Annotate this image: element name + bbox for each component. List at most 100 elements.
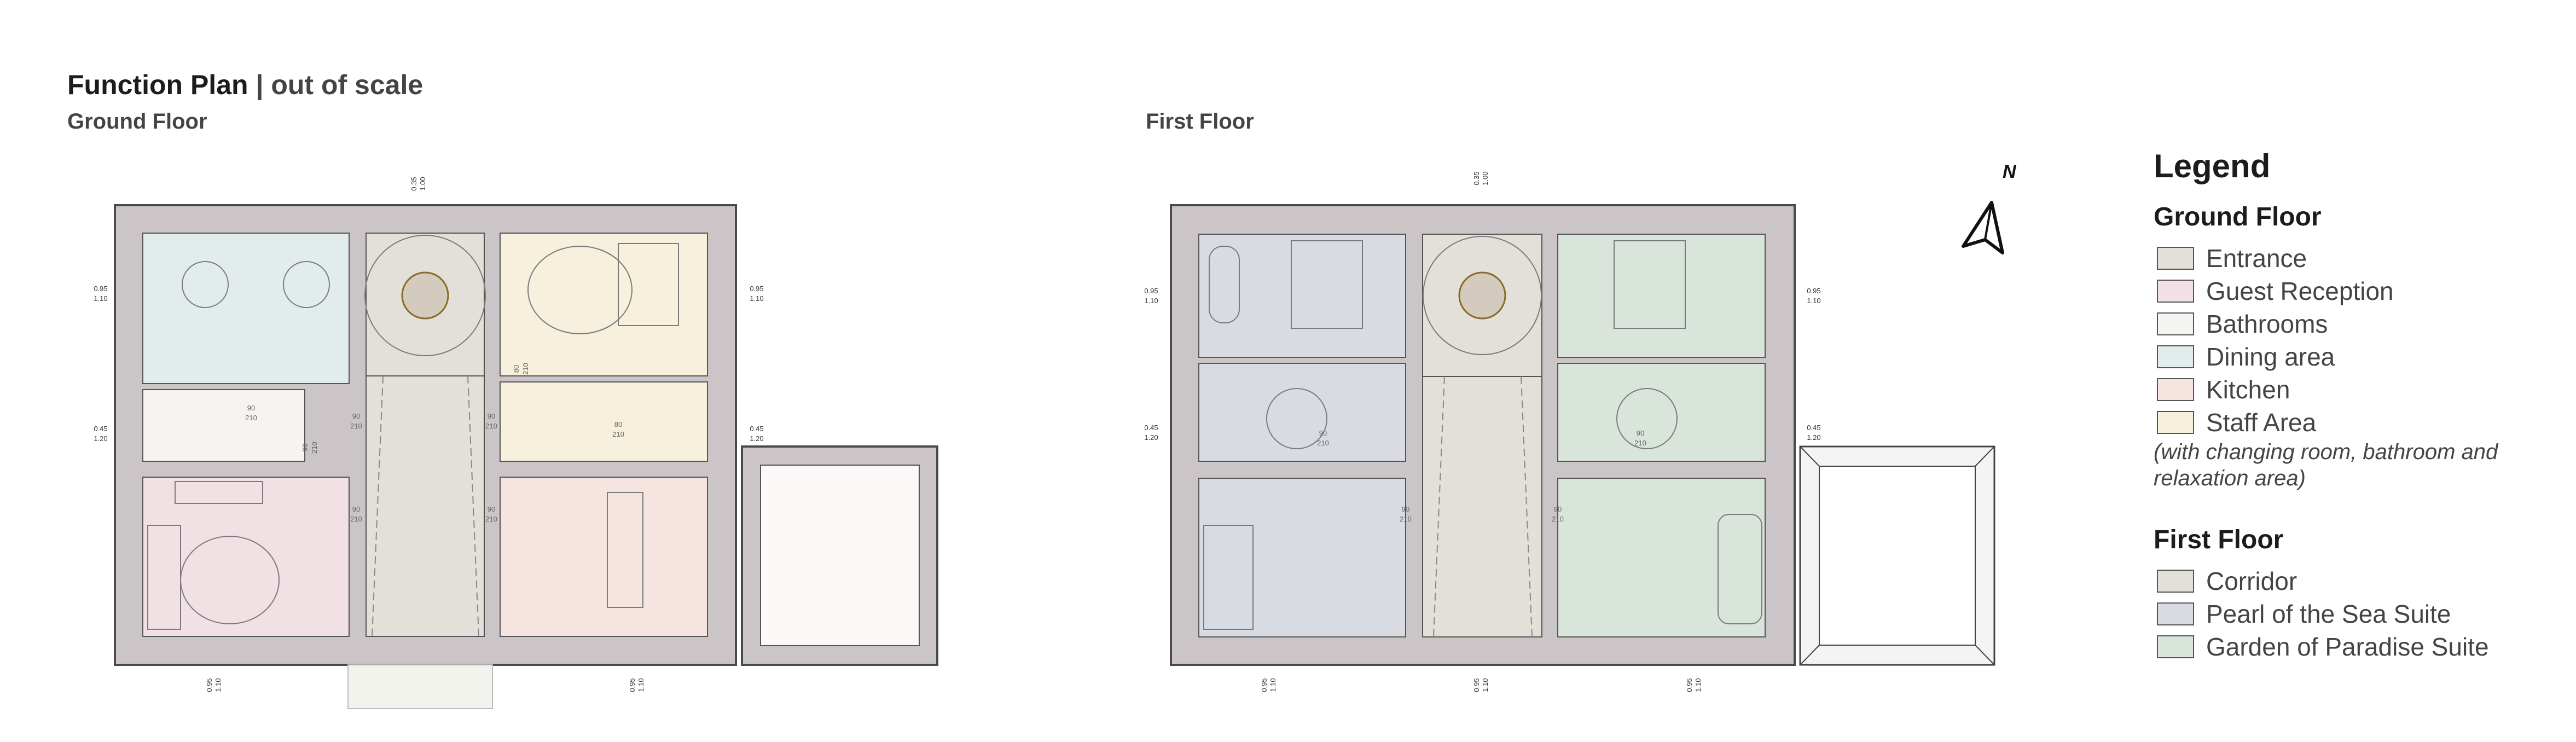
svg-text:0.95: 0.95 — [1685, 678, 1693, 692]
svg-text:1.10: 1.10 — [1807, 297, 1820, 305]
north-label: N — [2003, 161, 2017, 182]
ff-pearl-lounge — [1198, 478, 1406, 637]
gf-staff-room — [500, 233, 708, 376]
legend-swatch — [2157, 280, 2194, 303]
legend-item-kitchen: Kitchen — [2154, 373, 2558, 406]
ff-pearl-sofa — [1203, 525, 1254, 630]
svg-text:210: 210 — [612, 430, 624, 438]
svg-text:210: 210 — [350, 422, 362, 430]
title-separator: | — [248, 69, 271, 100]
gf-entrance-runner — [372, 375, 479, 637]
title-main: Function Plan — [67, 69, 248, 100]
legend-staff-note: (with changing room, bathroom and relaxa… — [2154, 440, 2498, 490]
svg-text:0.45: 0.45 — [750, 425, 763, 433]
legend: Legend Ground Floor Entrance Guest Recep… — [2154, 147, 2558, 663]
ff-garden-lounge — [1557, 478, 1766, 637]
ff-stair-core — [1458, 271, 1506, 320]
svg-text:210: 210 — [485, 515, 497, 523]
gf-staff-changing — [500, 381, 708, 462]
legend-item-corridor: Corridor — [2154, 565, 2558, 598]
legend-title: Legend — [2154, 148, 2271, 184]
legend-swatch — [2157, 570, 2194, 593]
window-dimension: 0.951.10 — [1807, 287, 1820, 305]
window-dimension: 0.951.10 — [750, 285, 763, 303]
legend-item-bathrooms: Bathrooms — [2154, 308, 2558, 340]
svg-text:0.95: 0.95 — [750, 285, 763, 293]
legend-swatch — [2157, 345, 2194, 368]
svg-text:1.20: 1.20 — [750, 434, 763, 443]
svg-text:1.20: 1.20 — [1144, 433, 1158, 442]
svg-text:210: 210 — [245, 414, 257, 422]
gf-dining-area — [142, 233, 350, 384]
svg-text:210: 210 — [1634, 439, 1646, 447]
svg-text:0.95: 0.95 — [205, 678, 213, 692]
window-dimension: 0.951.10 — [94, 285, 107, 303]
svg-text:90: 90 — [488, 412, 495, 420]
svg-text:1.10: 1.10 — [1269, 678, 1277, 692]
ff-corridor — [1422, 376, 1542, 637]
first-floor-label: First Floor — [1146, 109, 1254, 134]
window-dimension: 0.451.20 — [1807, 424, 1820, 442]
svg-text:90: 90 — [352, 505, 360, 513]
gf-annex-room — [760, 465, 920, 646]
svg-text:0.95: 0.95 — [1260, 678, 1268, 692]
svg-text:210: 210 — [521, 363, 530, 375]
gf-guest-reception — [142, 477, 350, 637]
ff-pearl-bathroom — [1198, 363, 1406, 462]
stair-core — [401, 271, 449, 320]
ground-floor-label: Ground Floor — [67, 109, 207, 134]
legend-swatch — [2157, 602, 2194, 625]
gf-kitchen-island — [607, 492, 643, 608]
svg-text:0.35: 0.35 — [1472, 171, 1481, 185]
ff-annex-roof-edges — [1800, 446, 1995, 665]
gf-staff-rug — [527, 246, 633, 334]
gf-reception-desk — [175, 481, 263, 504]
legend-item-pearl-suite: Pearl of the Sea Suite — [2154, 598, 2558, 630]
svg-text:0.95: 0.95 — [628, 678, 636, 692]
ff-spiral-staircase — [1423, 236, 1542, 355]
svg-text:80: 80 — [614, 420, 622, 428]
svg-text:90: 90 — [1402, 505, 1409, 513]
svg-text:1.10: 1.10 — [214, 678, 222, 692]
legend-first-floor-heading: First Floor — [2154, 525, 2284, 554]
svg-text:80: 80 — [512, 365, 520, 373]
legend-item-garden-suite: Garden of Paradise Suite — [2154, 630, 2558, 663]
gf-entrance-steps — [347, 664, 493, 709]
svg-text:0.95: 0.95 — [94, 285, 107, 293]
svg-text:1.10: 1.10 — [1694, 678, 1702, 692]
ff-pearl-bathtub — [1209, 246, 1240, 323]
legend-item-guest-reception: Guest Reception — [2154, 275, 2558, 308]
legend-item-entrance: Entrance — [2154, 242, 2558, 275]
page-title: Function Plan | out of scale — [67, 69, 423, 101]
legend-swatch — [2157, 312, 2194, 335]
gf-staff-bed — [618, 243, 679, 326]
ff-garden-bathroom — [1557, 363, 1766, 462]
gf-bathroom — [142, 389, 305, 462]
legend-item-staff-area: Staff Area — [2154, 406, 2558, 439]
legend-swatch — [2157, 378, 2194, 401]
svg-text:1.10: 1.10 — [94, 294, 107, 303]
svg-text:1.10: 1.10 — [750, 294, 763, 303]
svg-text:90: 90 — [301, 444, 309, 451]
svg-text:1.10: 1.10 — [1144, 297, 1158, 305]
ff-garden-bed — [1614, 240, 1686, 329]
